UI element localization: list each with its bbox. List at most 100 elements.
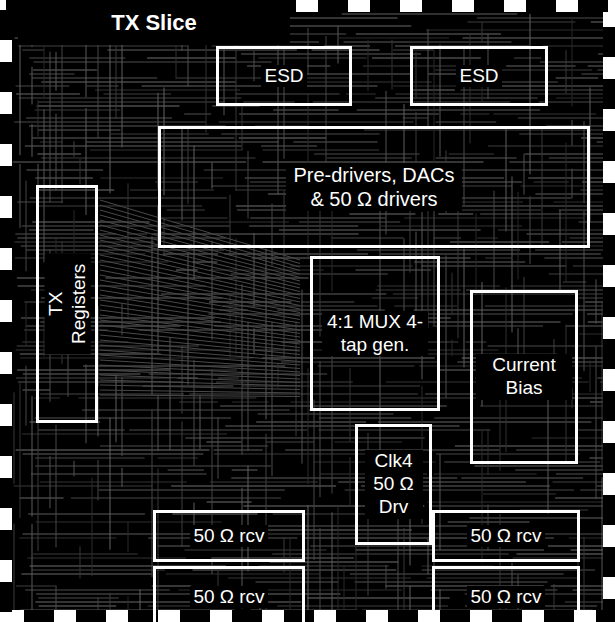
metal-trace [506,66,575,67]
metal-trace [327,158,412,159]
metal-trace [158,458,198,459]
metal-trace [212,162,213,188]
metal-trace [597,142,603,143]
metal-trace [100,385,300,390]
metal-trace [100,250,300,295]
metal-trace [356,270,432,271]
metal-trace [294,142,378,143]
metal-trace [38,102,225,103]
metal-trace [308,28,309,75]
metal-trace [530,196,531,264]
metal-trace [16,86,70,87]
metal-trace [342,14,518,15]
metal-trace [263,150,379,151]
metal-trace [257,530,412,531]
metal-trace [553,482,603,483]
metal-trace [582,182,603,183]
metal-trace [100,255,300,299]
metal-trace [488,429,489,475]
metal-trace [100,325,300,348]
metal-trace [426,30,603,31]
metal-trace [590,360,591,392]
metal-trace [56,425,57,547]
metal-trace [219,122,414,123]
metal-trace [100,380,300,386]
metal-trace [375,98,538,99]
block-label: Pre-drivers, DACs & 50 Ω drivers [286,163,462,211]
metal-trace [25,590,170,591]
metal-trace [100,340,300,358]
metal-trace [130,190,214,191]
metal-trace [100,345,300,362]
metal-trace [350,574,564,575]
metal-trace [434,50,435,171]
metal-trace [22,50,44,51]
metal-trace [80,546,81,578]
metal-trace [438,214,473,215]
metal-trace [572,169,573,199]
metal-trace [427,578,580,579]
metal-trace [308,368,309,484]
metal-trace [100,300,300,330]
metal-trace [100,390,300,393]
metal-trace [74,141,75,157]
metal-trace [14,524,15,616]
metal-trace [307,598,450,599]
metal-trace [194,360,195,466]
metal-trace [476,213,477,295]
metal-trace [436,454,579,455]
metal-trace [428,502,603,503]
metal-trace [80,159,81,184]
frame-dash [6,6,609,616]
metal-trace [16,94,80,95]
metal-trace [35,110,121,111]
block-label: Current Bias [476,354,572,400]
metal-trace [392,40,393,90]
metal-trace [319,418,411,419]
metal-trace [218,378,239,379]
metal-trace [428,29,429,126]
metal-trace [82,410,290,411]
metal-trace [239,114,439,115]
metal-trace [100,225,300,278]
metal-trace [62,39,63,203]
metal-trace [16,450,210,451]
metal-trace [556,98,603,99]
block-box: 50 Ω rcv [432,566,580,622]
metal-trace [284,191,285,359]
metal-trace [50,456,51,508]
metal-trace [285,18,397,19]
metal-trace [344,566,345,616]
metal-trace [194,146,195,280]
metal-trace [485,258,511,259]
metal-trace [56,114,57,191]
metal-trace [224,254,368,255]
metal-trace [433,326,543,327]
metal-trace [20,383,21,518]
metal-trace [188,41,189,87]
metal-trace [480,406,603,407]
metal-trace [100,446,268,447]
metal-trace [488,346,603,347]
metal-trace [32,524,33,616]
metal-trace [518,328,519,355]
metal-trace [166,574,320,575]
metal-trace [33,70,97,71]
metal-trace [74,461,75,477]
metal-trace [110,418,111,550]
metal-trace [189,394,418,395]
metal-trace [535,194,603,195]
metal-trace [543,46,603,47]
metal-trace [170,337,171,450]
metal-trace [142,86,378,87]
metal-trace [110,33,111,194]
metal-trace [591,22,603,23]
block-box: TX Registers [36,185,98,423]
metal-trace [56,52,57,91]
metal-trace [569,238,603,239]
metal-trace [182,127,183,220]
metal-trace [474,466,603,467]
block-label: 50 Ω rcv [190,525,267,548]
metal-trace [463,38,603,39]
metal-trace [41,82,235,83]
